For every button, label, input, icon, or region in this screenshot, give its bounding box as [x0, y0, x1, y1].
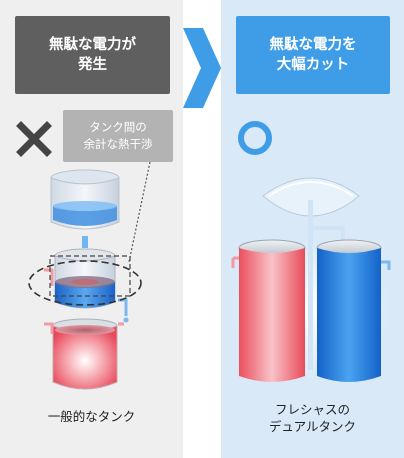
left-title-line2: 発生: [78, 57, 107, 73]
dual-tank-illustration: [231, 177, 391, 382]
circle-icon: [238, 121, 272, 155]
cross-icon: [16, 121, 52, 157]
heat-interference-callout: タンク間の 余計な熱干渉: [63, 110, 173, 162]
right-caption: フレシャスの デュアルタンク: [221, 401, 404, 435]
right-caption-line1: フレシャスの: [274, 402, 350, 417]
left-caption: 一般的なタンク: [0, 408, 183, 425]
arrow-right-icon: [183, 28, 221, 108]
right-title-line1: 無駄な電力を: [269, 37, 357, 53]
callout-line1: タンク間の: [89, 120, 147, 134]
left-title-box: 無駄な電力が 発生: [15, 16, 170, 94]
left-title-line1: 無駄な電力が: [49, 37, 136, 53]
left-caption-text: 一般的なタンク: [47, 409, 136, 424]
general-tank-illustration: [28, 161, 151, 390]
right-title-line2: 大幅カット: [276, 57, 350, 73]
right-title-box: 無駄な電力を 大幅カット: [236, 16, 390, 94]
callout-line2: 余計な熱干渉: [83, 137, 153, 151]
right-caption-line2: デュアルタンク: [268, 419, 357, 434]
